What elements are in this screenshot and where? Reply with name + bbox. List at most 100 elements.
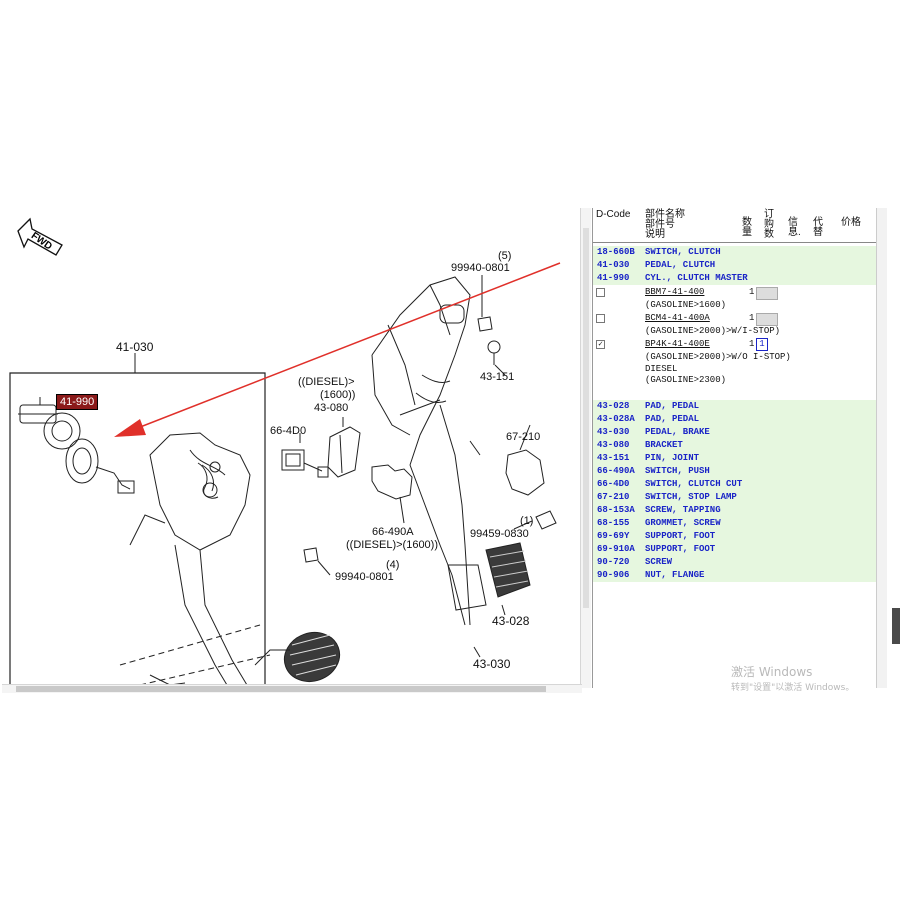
parts-diagram[interactable]: FWD <box>0 205 582 690</box>
table-row[interactable]: 66-4D0 SWITCH, CLUTCH CUT <box>593 478 877 491</box>
label-diesel-note-b: (1600)) <box>320 389 356 401</box>
label-99459[interactable]: 99459-0830 <box>470 528 529 540</box>
parts-list-panel: D-Code 部件名称 部件号 说明 数 量 订 购 数 信 息. 代 替 价格… <box>592 208 877 688</box>
table-row[interactable]: 69-69Y SUPPORT, FOOT <box>593 530 877 543</box>
option-checkbox[interactable] <box>596 288 605 297</box>
part-code: 41-990 <box>597 273 630 283</box>
label-66-490a[interactable]: 66-490A <box>372 526 414 538</box>
callout-41-990[interactable]: 41-990 <box>56 394 99 410</box>
header-part-name: 部件名称 <box>645 209 685 220</box>
option-note: (GASOLINE>1600) <box>593 299 877 312</box>
table-row[interactable]: 43-028A PAD, PEDAL <box>593 413 877 426</box>
part-code: 43-151 <box>597 453 630 463</box>
option-note-text: (GASOLINE>2000)>W/I-STOP) <box>645 326 781 336</box>
parts-list-header: D-Code 部件名称 部件号 说明 数 量 订 购 数 信 息. 代 替 价格 <box>593 208 877 243</box>
label-99940-bot-qty: (4) <box>386 559 400 571</box>
order-qty-input[interactable]: 1 <box>756 338 768 351</box>
label-67-210[interactable]: 67-210 <box>506 431 541 443</box>
part-desc: PAD, PEDAL <box>645 401 700 411</box>
table-row[interactable]: 41-990 CYL., CLUTCH MASTER <box>593 272 877 285</box>
label-diesel-note-a: ((DIESEL)> <box>298 376 355 388</box>
scroll-thumb[interactable] <box>583 228 589 608</box>
option-row[interactable]: ✓ BP4K-41-400E 1 1 <box>593 338 877 351</box>
option-row[interactable]: BCM4-41-400A 1 <box>593 312 877 326</box>
table-row[interactable]: 90-720 SCREW <box>593 556 877 569</box>
table-row[interactable]: 68-155 GROMMET, SCREW <box>593 517 877 530</box>
side-handle[interactable] <box>892 608 900 644</box>
scroll-thumb[interactable] <box>16 686 546 692</box>
part-desc: SWITCH, CLUTCH CUT <box>645 479 743 489</box>
part-desc: PEDAL, BRAKE <box>645 427 710 437</box>
label-43-151[interactable]: 43-151 <box>480 371 515 383</box>
part-desc: SCREW <box>645 557 673 567</box>
activation-watermark-title: 激活 Windows <box>731 665 813 679</box>
part-code: 90-720 <box>597 557 630 567</box>
header-part-number: 部件号 <box>645 219 675 230</box>
header-info-1: 信 <box>788 217 798 228</box>
part-desc: GROMMET, SCREW <box>645 518 721 528</box>
option-checkbox[interactable] <box>596 314 605 323</box>
option-part-number[interactable]: BP4K-41-400E <box>645 339 710 349</box>
option-note: (GASOLINE>2300) <box>593 374 877 387</box>
part-desc: SWITCH, PUSH <box>645 466 710 476</box>
part-desc: CYL., CLUTCH MASTER <box>645 273 748 283</box>
option-part-number[interactable]: BCM4-41-400A <box>645 313 710 323</box>
header-description: 说明 <box>645 229 665 240</box>
label-66-490a-note: ((DIESEL)>(1600)) <box>346 539 439 551</box>
header-qty-1: 数 <box>742 217 752 228</box>
part-code: 43-028A <box>597 414 635 424</box>
part-code: 18-660B <box>597 247 635 257</box>
part-desc: PAD, PEDAL <box>645 414 700 424</box>
option-note: (GASOLINE>2000)>W/O I-STOP) <box>593 351 877 364</box>
part-code: 90-906 <box>597 570 630 580</box>
table-row[interactable]: 90-906 NUT, FLANGE <box>593 569 877 582</box>
option-row[interactable]: BBM7-41-400 1 <box>593 286 877 300</box>
part-code: 68-155 <box>597 518 630 528</box>
part-code: 69-910A <box>597 544 635 554</box>
part-code: 41-030 <box>597 260 630 270</box>
option-note-text: (GASOLINE>2300) <box>645 375 727 385</box>
label-41-030[interactable]: 41-030 <box>116 340 154 354</box>
label-99940-top[interactable]: 99940-0801 <box>451 262 510 274</box>
header-qty-2: 量 <box>742 227 752 238</box>
option-note: DIESEL <box>593 363 877 376</box>
part-code: 68-153A <box>597 505 635 515</box>
option-note-text: DIESEL <box>645 364 678 374</box>
activation-watermark-text: 转到"设置"以激活 Windows。 <box>731 683 855 693</box>
label-43-080[interactable]: 43-080 <box>314 402 349 414</box>
diagram-drawing <box>9 217 561 690</box>
diagram-vertical-scrollbar[interactable] <box>580 208 591 688</box>
order-qty-box[interactable] <box>756 287 778 300</box>
part-code: 69-69Y <box>597 531 630 541</box>
parts-list-scrollbar[interactable] <box>876 208 887 688</box>
table-row[interactable]: 41-030 PEDAL, CLUTCH <box>593 259 877 272</box>
part-desc: SUPPORT, FOOT <box>645 531 716 541</box>
option-part-number[interactable]: BBM7-41-400 <box>645 287 705 297</box>
table-row[interactable]: 69-910A SUPPORT, FOOT <box>593 543 877 556</box>
part-code: 66-4D0 <box>597 479 630 489</box>
part-desc: SUPPORT, FOOT <box>645 544 716 554</box>
header-sub-1: 代 <box>813 217 823 228</box>
label-43-028[interactable]: 43-028 <box>492 614 530 628</box>
part-desc: SWITCH, CLUTCH <box>645 247 721 257</box>
option-checkbox[interactable]: ✓ <box>596 340 605 349</box>
label-43-030[interactable]: 43-030 <box>473 657 511 671</box>
diagram-horizontal-scrollbar[interactable] <box>2 684 582 693</box>
header-price: 价格 <box>841 217 861 228</box>
table-row[interactable]: 18-660B SWITCH, CLUTCH <box>593 246 877 259</box>
part-desc: PIN, JOINT <box>645 453 700 463</box>
label-99459-qty: (1) <box>520 515 534 527</box>
label-66-4d0[interactable]: 66-4D0 <box>270 425 307 437</box>
table-row[interactable]: 43-151 PIN, JOINT <box>593 452 877 465</box>
order-qty-box[interactable] <box>756 313 778 326</box>
part-desc: SWITCH, STOP LAMP <box>645 492 737 502</box>
label-99940-bot[interactable]: 99940-0801 <box>335 571 394 583</box>
part-desc: NUT, FLANGE <box>645 570 705 580</box>
option-qty: 1 <box>749 339 755 349</box>
